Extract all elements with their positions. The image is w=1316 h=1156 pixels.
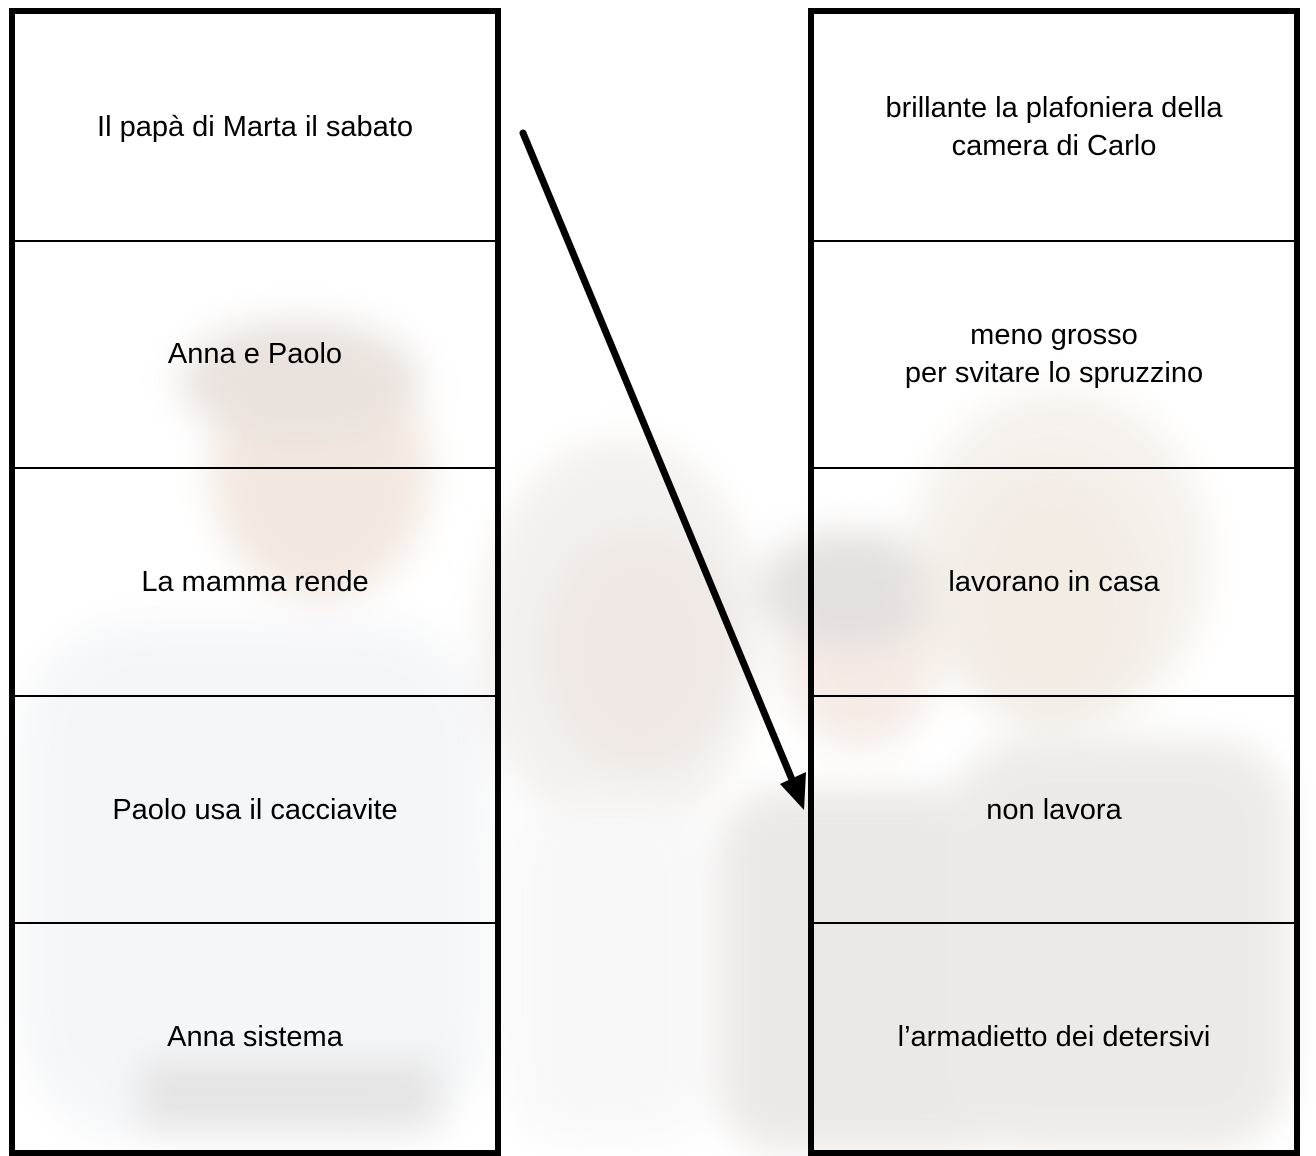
right-item-1-text: brillante la plafoniera della camera di … <box>885 91 1223 162</box>
right-item-5[interactable]: l’armadietto dei detersivi <box>814 922 1294 1150</box>
left-item-1[interactable]: Il papà di Marta il sabato <box>15 14 495 240</box>
right-item-2-text: meno grosso per svitare lo spruzzino <box>904 319 1204 390</box>
right-item-5-text: l’armadietto dei detersivi <box>897 1021 1211 1054</box>
right-item-4-text: non lavora <box>986 793 1122 826</box>
left-item-4[interactable]: Paolo usa il cacciavite <box>15 694 495 923</box>
right-item-1[interactable]: brillante la plafoniera della camera di … <box>814 14 1294 240</box>
left-column: Il papà di Marta il sabato Anna e Paolo … <box>9 8 501 1156</box>
right-item-3-text: lavorano in casa <box>948 565 1160 598</box>
left-item-2-text: Anna e Paolo <box>167 338 343 371</box>
left-item-5[interactable]: Anna sistema <box>15 922 495 1150</box>
right-item-4[interactable]: non lavora <box>814 694 1294 923</box>
right-column: brillante la plafoniera della camera di … <box>808 8 1300 1156</box>
left-item-5-text: Anna sistema <box>167 1021 343 1054</box>
left-item-2[interactable]: Anna e Paolo <box>15 239 495 468</box>
right-item-2[interactable]: meno grosso per svitare lo spruzzino <box>814 239 1294 468</box>
left-item-4-text: Paolo usa il cacciavite <box>112 793 398 826</box>
left-item-3-text: La mamma rende <box>141 565 369 598</box>
left-item-1-text: Il papà di Marta il sabato <box>97 110 413 143</box>
right-item-3[interactable]: lavorano in casa <box>814 467 1294 695</box>
left-item-3[interactable]: La mamma rende <box>15 467 495 695</box>
